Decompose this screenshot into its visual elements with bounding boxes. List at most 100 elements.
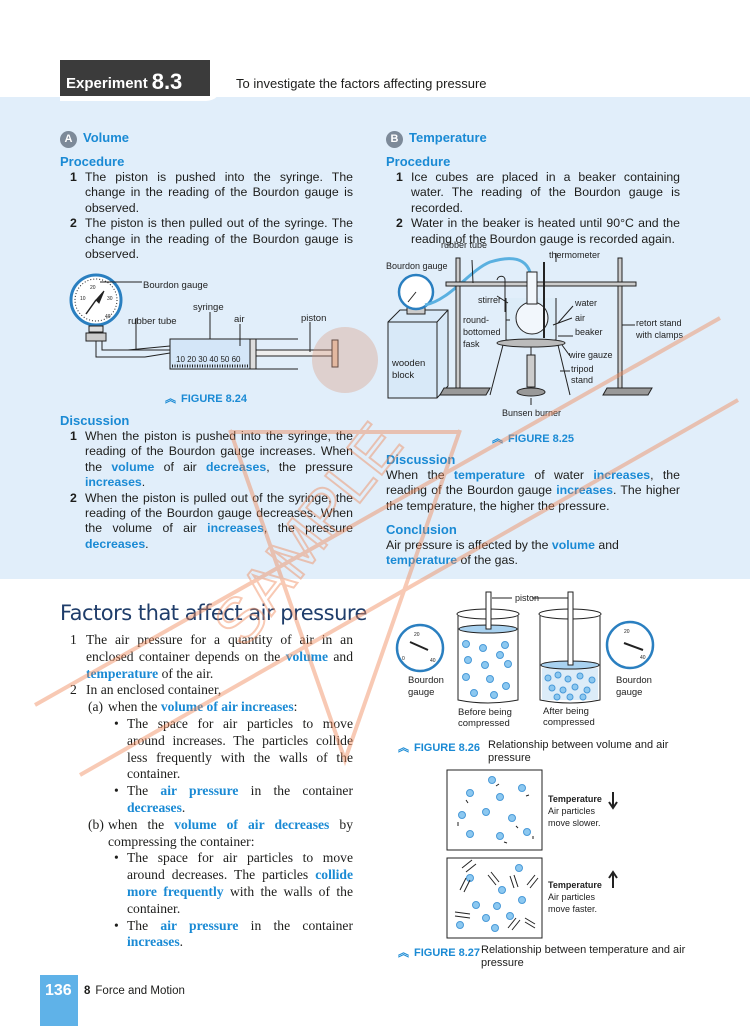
tick: 20 (624, 629, 630, 635)
part-a-procedure-list: 1 The piston is pushed into the syringe. … (60, 170, 353, 262)
item-text: when the volume of air increases: (108, 699, 297, 714)
svg-text:30: 30 (107, 296, 113, 302)
item-text: Ice cubes are placed in a beaker contain… (411, 170, 680, 215)
text-segment: in the container (238, 783, 353, 799)
text-segment: , the pressure (263, 521, 354, 536)
experiment-title: To investigate the factors affecting pre… (236, 76, 487, 91)
label-water: water (574, 298, 597, 308)
text-segment: . (179, 934, 184, 950)
item-number: 2 (70, 490, 77, 505)
label-round: round- (463, 315, 489, 325)
list-item: 2 When the piston is pulled out of the sy… (60, 491, 353, 553)
figure-8-24-caption: ︽FIGURE 8.24 (165, 390, 247, 406)
highlighted-term: increases (556, 483, 613, 498)
conclusion-heading: Conclusion (386, 522, 457, 537)
highlighted-term: air pressure (160, 917, 239, 933)
text-segment: When the piston is pushed into the syrin… (85, 429, 353, 474)
highlighted-term: volume (111, 459, 155, 474)
bullet-icon: • (114, 715, 119, 731)
label-bourdon-gauge: Bourdon gauge (143, 280, 208, 291)
tick: 40 (430, 658, 436, 664)
item-number: 1 (70, 429, 77, 443)
item-number: 1 (70, 632, 77, 647)
list-item: 1 The piston is pushed into the syringe. … (60, 170, 353, 216)
label-before-2: compressed (458, 718, 510, 729)
item-text: In an enclosed container, (86, 682, 222, 698)
label-gauge-right: gauge (616, 687, 642, 698)
experiment-panel (0, 97, 750, 579)
figure-8-26-diagram: piston Bourdon gauge Bourdon gauge Befor… (395, 591, 655, 729)
item-text: When the piston is pulled out of the syr… (85, 491, 353, 551)
label-bourdon-right: Bourdon (616, 675, 652, 686)
highlighted-term: temperature (386, 553, 458, 568)
temp-up-line1: Air particles (548, 892, 596, 902)
label-after-2: compressed (543, 717, 595, 728)
label-tripod: tripod (571, 364, 594, 374)
label-piston: piston (515, 593, 539, 603)
bullet-icon: • (114, 850, 119, 866)
text-segment: : (293, 699, 298, 715)
bullet-item: •The air pressure in the container decre… (60, 783, 353, 817)
label-stirrer: stirrer (478, 295, 501, 305)
item-text: The piston is pushed into the syringe. T… (85, 170, 353, 215)
text-segment: of water (525, 468, 594, 482)
figure-number: FIGURE 8.26 (414, 742, 481, 754)
part-b-badge: B (386, 131, 403, 148)
text-segment: Water in the beaker is heated until 90°C… (411, 216, 680, 246)
bullet-item: • The space for air particles to move aro… (60, 716, 353, 783)
bullet-item: •The air pressure in the container incre… (60, 918, 353, 952)
factors-list: 1 The air pressure for a quantity of air … (60, 632, 353, 951)
text-segment: of the gas. (457, 553, 518, 568)
text-segment: The (127, 917, 161, 933)
part-a-title: Volume (83, 130, 129, 145)
highlighted-term: increases (85, 475, 142, 490)
page-number: 136 (40, 975, 78, 1026)
item-text: When the piston is pushed into the syrin… (85, 429, 353, 489)
chevron-up-icon: ︽ (398, 947, 409, 959)
item-number: 1 (70, 170, 77, 184)
text-segment: with the walls of the container. (127, 883, 353, 916)
highlighted-term: air pressure (160, 783, 239, 799)
text-segment: When the (386, 468, 454, 482)
text-segment: When the piston is pulled out of the syr… (85, 490, 353, 536)
tick: 40 (640, 655, 646, 661)
highlighted-term: decreases (85, 536, 146, 551)
highlighted-term: volume of air decreases (174, 816, 330, 832)
conclusion-text: Air pressure is affected by the volume a… (386, 538, 680, 569)
chevron-up-icon: ︽ (492, 433, 503, 445)
label-syringe: syringe (193, 302, 224, 313)
highlighted-term: decreases (127, 799, 182, 815)
text-segment: of air (154, 459, 207, 474)
item-text: The air pressure in the container increa… (127, 918, 353, 950)
figure-8-27-text: Relationship between temperature and air… (481, 944, 686, 969)
label-before-1: Before being (458, 707, 512, 718)
highlighted-term: increases (207, 521, 264, 536)
part-b-procedure-heading: Procedure (386, 154, 451, 169)
label-rubber-tube: rubber tube (441, 240, 487, 250)
text-segment: The air pressure for a quantity of air i… (86, 632, 353, 664)
item-text: The space for air particles to move arou… (127, 716, 353, 781)
item-number: 2 (396, 216, 403, 231)
highlighted-term: volume of air increases (160, 699, 294, 715)
figure-number: FIGURE 8.27 (414, 947, 481, 959)
svg-text:40: 40 (105, 314, 111, 320)
text-segment: . The higher the temperature, the higher… (386, 483, 680, 513)
text-segment: when the (108, 699, 161, 715)
syringe-scale: 10 20 30 40 50 60 (176, 355, 241, 364)
part-b-discussion-text: When the temperature of water increases,… (386, 468, 680, 514)
label-piston: piston (301, 313, 326, 324)
label-block: block (392, 370, 414, 381)
text-segment: The piston is then pulled out of the syr… (85, 216, 353, 262)
temp-down-line2: move slower. (548, 818, 601, 828)
text-segment: The piston is pushed into the syringe. T… (85, 170, 353, 215)
chapter-title: Force and Motion (95, 985, 185, 997)
sub-item-a: (a)when the volume of air increases: (60, 699, 353, 716)
chevron-up-icon: ︽ (398, 742, 409, 754)
text-segment: of the air. (158, 665, 214, 681)
label-retort-stand: retort stand (636, 318, 682, 328)
